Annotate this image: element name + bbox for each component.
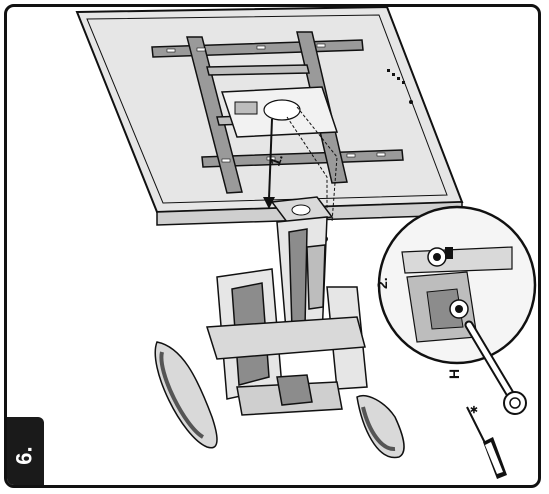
arm-column <box>276 216 328 343</box>
assembly-diagram: 1. <box>75 7 537 479</box>
wrench-icon: H <box>446 320 527 415</box>
screw-icon <box>427 247 447 267</box>
step-number: 6. <box>11 446 36 465</box>
screwdriver-icon: ✱ <box>466 404 507 479</box>
articulating-base <box>206 268 368 416</box>
tool-label-h: H <box>446 369 462 379</box>
head-bracket <box>270 196 334 242</box>
screw-icon <box>449 299 469 319</box>
step-1-arrow: 1. <box>263 106 338 223</box>
step-badge: 6. <box>7 417 44 485</box>
arrow-icon <box>263 197 275 209</box>
detail-magnifier: 2. <box>374 205 537 365</box>
tv-indicator-lights <box>387 69 413 104</box>
center-plate <box>220 86 339 138</box>
callout-1: 1. <box>267 152 286 168</box>
callout-2: 2. <box>374 277 390 289</box>
base-feet <box>154 341 405 459</box>
instruction-panel: 1. <box>4 4 541 488</box>
